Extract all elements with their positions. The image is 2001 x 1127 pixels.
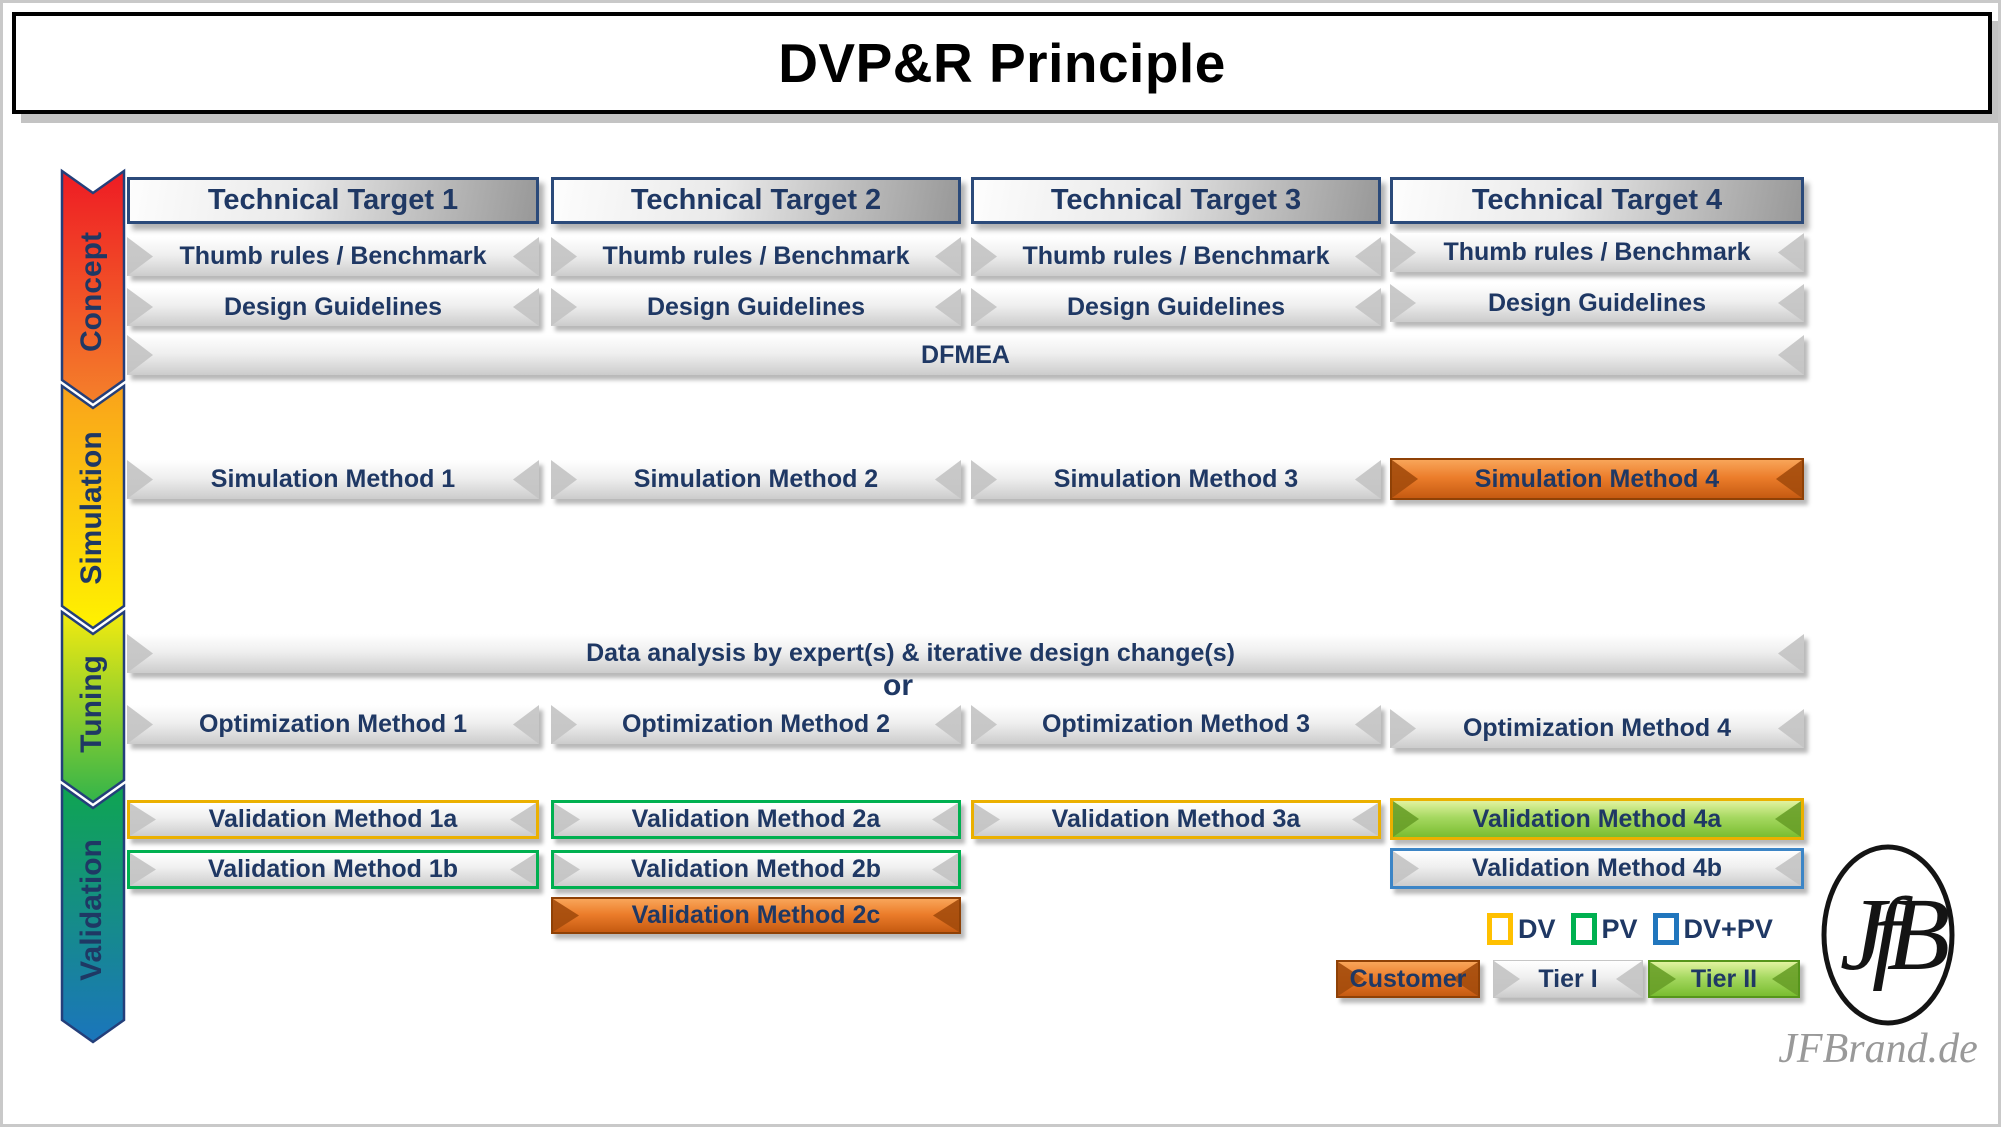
- logo-ellipse: [1821, 844, 1955, 1026]
- bar-label: Design Guidelines: [1066, 292, 1286, 321]
- bar-label: Validation Method 2c: [631, 901, 881, 929]
- simulation-method-3-bar: Simulation Method 3: [971, 460, 1381, 499]
- design-guidelines-bar-4: Design Guidelines: [1390, 284, 1804, 322]
- bar-label: Validation Method 2a: [631, 805, 881, 833]
- bar-label: Thumb rules / Benchmark: [1443, 238, 1751, 266]
- logo-monogram: JfB: [1840, 877, 1949, 992]
- chevron-tuning: [60, 609, 126, 804]
- header-label: Technical Target 4: [1471, 184, 1723, 216]
- jfbrand-logo: JfB: [1821, 844, 1961, 1026]
- header-technical-target-4: Technical Target 4: [1390, 177, 1804, 224]
- bar-label: Simulation Method 3: [1053, 465, 1299, 493]
- bar-label: Simulation Method 1: [210, 465, 456, 493]
- bar-label: Validation Method 1a: [208, 805, 458, 833]
- chevron-simulation: [60, 383, 126, 630]
- bar-label: Thumb rules / Benchmark: [602, 242, 910, 270]
- tier-1-bar: Tier I: [1493, 960, 1643, 998]
- thumb-rules-bar-4: Thumb rules / Benchmark: [1390, 233, 1804, 272]
- header-label: Technical Target 3: [1050, 184, 1302, 216]
- bar-label: Customer: [1349, 964, 1467, 993]
- or-label: or: [883, 669, 913, 702]
- validation-method-4b-bar: Validation Method 4b: [1390, 848, 1804, 889]
- header-label: Technical Target 2: [630, 184, 882, 216]
- thumb-rules-bar-2: Thumb rules / Benchmark: [551, 237, 961, 276]
- chevron-concept: [60, 168, 126, 404]
- optimization-method-1-bar: Optimization Method 1: [127, 705, 539, 744]
- bar-label: Thumb rules / Benchmark: [179, 242, 487, 270]
- bar-label: DFMEA: [921, 340, 1010, 369]
- legend-label: DV+PV: [1683, 913, 1773, 944]
- design-guidelines-bar-3: Design Guidelines: [971, 288, 1381, 326]
- optimization-method-4-bar: Optimization Method 4: [1390, 709, 1804, 748]
- design-guidelines-bar-1: Design Guidelines: [127, 288, 539, 326]
- validation-method-1b-bar: Validation Method 1b: [127, 850, 539, 889]
- bar-label: Simulation Method 2: [633, 465, 879, 493]
- optimization-method-2-bar: Optimization Method 2: [551, 705, 961, 744]
- bar-label: Optimization Method 1: [198, 710, 468, 738]
- thumb-rules-bar-3: Thumb rules / Benchmark: [971, 237, 1381, 276]
- bar-label: Validation Method 2b: [630, 855, 881, 883]
- legend-item-dv-pv: DV+PV: [1652, 913, 1773, 945]
- bar-label: Optimization Method 4: [1462, 714, 1732, 742]
- dv-pv-color-swatch: [1652, 913, 1679, 945]
- bar-label: Simulation Method 4: [1474, 464, 1720, 493]
- simulation-method-2-bar: Simulation Method 2: [551, 460, 961, 499]
- bar-label: Design Guidelines: [223, 292, 443, 321]
- thumb-rules-bar-1: Thumb rules / Benchmark: [127, 237, 539, 276]
- legend: DV PV DV+PV: [1487, 911, 1773, 947]
- simulation-method-1-bar: Simulation Method 1: [127, 460, 539, 499]
- design-guidelines-bar-2: Design Guidelines: [551, 288, 961, 326]
- optimization-method-3-bar: Optimization Method 3: [971, 705, 1381, 744]
- phase-chevron-ribbon: Concept Simulation Tuning Validation: [60, 168, 126, 1044]
- legend-item-pv: PV: [1570, 913, 1638, 945]
- bar-label: Design Guidelines: [646, 292, 866, 321]
- bar-label: Tier II: [1690, 964, 1758, 993]
- tier-2-bar: Tier II: [1648, 960, 1800, 998]
- legend-label: PV: [1601, 913, 1638, 944]
- customer-bar: Customer: [1336, 960, 1480, 998]
- header-label: Technical Target 1: [207, 184, 459, 216]
- header-technical-target-1: Technical Target 1: [127, 177, 539, 224]
- legend-item-dv: DV: [1487, 913, 1556, 945]
- legend-label: DV: [1518, 913, 1556, 944]
- bar-label: Validation Method 3a: [1051, 805, 1301, 833]
- chevron-validation: [60, 783, 126, 1044]
- simulation-method-4-bar: Simulation Method 4: [1390, 458, 1804, 500]
- bar-label: Design Guidelines: [1487, 288, 1707, 317]
- header-technical-target-3: Technical Target 3: [971, 177, 1381, 224]
- validation-method-4a-bar: Validation Method 4a: [1390, 798, 1804, 840]
- phase-label-tuning: Tuning: [75, 655, 108, 753]
- phase-label-validation: Validation: [75, 839, 108, 981]
- phase-label-simulation: Simulation: [75, 431, 108, 584]
- bar-label: Validation Method 4b: [1471, 854, 1722, 882]
- dfmea-bar: DFMEA: [127, 335, 1804, 375]
- validation-method-2a-bar: Validation Method 2a: [551, 800, 961, 839]
- page-title: DVP&R Principle: [778, 32, 1226, 94]
- header-technical-target-2: Technical Target 2: [551, 177, 961, 224]
- bar-label: Optimization Method 2: [621, 710, 891, 738]
- validation-method-3a-bar: Validation Method 3a: [971, 800, 1381, 839]
- data-analysis-bar: Data analysis by expert(s) & iterative d…: [127, 634, 1804, 673]
- bar-label: Validation Method 1b: [207, 855, 458, 883]
- validation-method-2c-bar: Validation Method 2c: [551, 897, 961, 934]
- validation-method-2b-bar: Validation Method 2b: [551, 850, 961, 889]
- bar-label: Optimization Method 3: [1041, 710, 1311, 738]
- bar-label: Data analysis by expert(s) & iterative d…: [586, 639, 1235, 667]
- pv-color-swatch: [1570, 913, 1597, 945]
- bar-label: Tier I: [1538, 964, 1598, 993]
- title-box: DVP&R Principle: [12, 12, 1992, 114]
- brand-site-text: JFBrand.de: [1778, 1026, 1978, 1072]
- phase-label-concept: Concept: [75, 232, 108, 352]
- bar-label: Thumb rules / Benchmark: [1022, 242, 1330, 270]
- dv-color-swatch: [1487, 913, 1513, 945]
- validation-method-1a-bar: Validation Method 1a: [127, 800, 539, 839]
- bar-label: Validation Method 4a: [1472, 804, 1722, 833]
